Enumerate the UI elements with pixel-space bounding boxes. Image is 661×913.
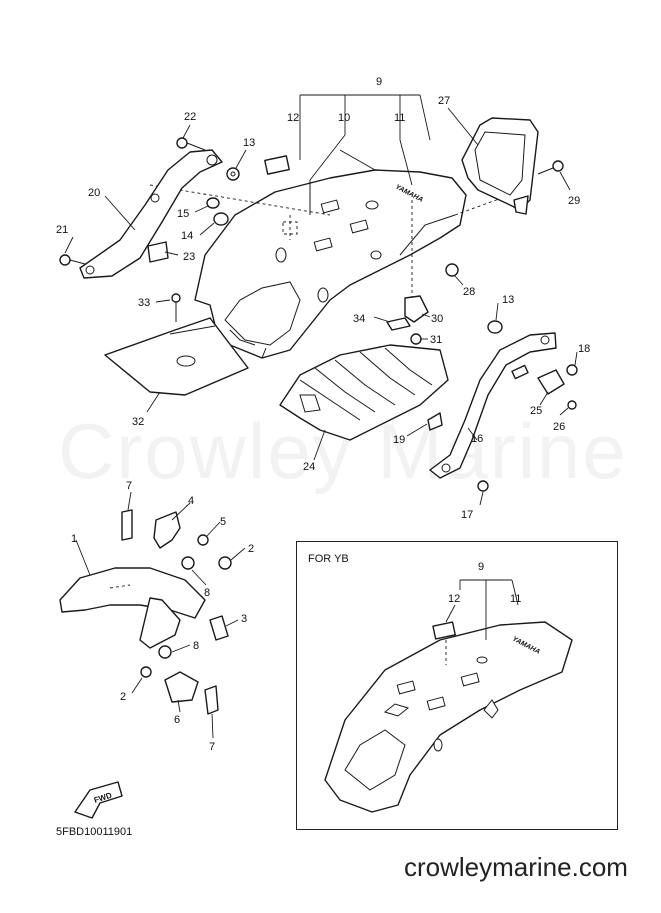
callout-13-right: 13 bbox=[502, 294, 514, 306]
callout-24: 24 bbox=[303, 461, 315, 473]
part-27-tail-light[interactable] bbox=[461, 117, 539, 215]
part-7-reflector-top[interactable] bbox=[121, 509, 133, 541]
callout-15: 15 bbox=[177, 208, 189, 220]
callout-27: 27 bbox=[438, 95, 450, 107]
part-32-mud-flap[interactable] bbox=[104, 317, 249, 396]
variant-box bbox=[296, 541, 618, 830]
part-17-bolt[interactable] bbox=[477, 480, 489, 492]
part-20-left-stay[interactable] bbox=[79, 149, 223, 279]
callout-7-bottom: 7 bbox=[209, 741, 215, 753]
part-22-bolt[interactable] bbox=[176, 137, 206, 151]
part-13-grommet-right[interactable] bbox=[487, 320, 503, 334]
callout-8-upper: 8 bbox=[204, 587, 210, 599]
callout-13-left: 13 bbox=[243, 137, 255, 149]
catalog-code: 5FBD10011901 bbox=[56, 826, 133, 838]
part-6-bracket[interactable] bbox=[139, 597, 199, 703]
callout-34: 34 bbox=[353, 313, 365, 325]
part-26-screw[interactable] bbox=[567, 400, 577, 410]
variant-part-12-decal[interactable] bbox=[432, 621, 456, 640]
part-2-bolt-upper[interactable] bbox=[218, 556, 232, 570]
callout-6: 6 bbox=[174, 714, 180, 726]
callout-31: 31 bbox=[430, 334, 442, 346]
callout-7-top: 7 bbox=[126, 480, 132, 492]
callout-25: 25 bbox=[530, 405, 542, 417]
part-33-screw[interactable] bbox=[171, 293, 181, 322]
part-15-collar[interactable] bbox=[206, 197, 220, 209]
callout-5: 5 bbox=[220, 516, 226, 528]
callout-3: 3 bbox=[241, 613, 247, 625]
part-3-reflector[interactable] bbox=[209, 615, 229, 641]
part-8-nut-lower[interactable] bbox=[158, 645, 172, 659]
part-19-cushion[interactable] bbox=[427, 412, 443, 431]
part-30-bracket[interactable] bbox=[404, 295, 429, 323]
callout-18: 18 bbox=[578, 343, 590, 355]
fwd-arrow-icon: FWD bbox=[74, 781, 123, 819]
leader-lines bbox=[64, 94, 578, 739]
callout-14: 14 bbox=[181, 230, 193, 242]
part-31-screw[interactable] bbox=[410, 333, 422, 345]
callout-2-lower: 2 bbox=[120, 691, 126, 703]
callout-11: 11 bbox=[394, 112, 405, 124]
part-8-nut-upper[interactable] bbox=[181, 556, 195, 570]
part-14-damper[interactable] bbox=[213, 212, 229, 226]
callout-21: 21 bbox=[56, 224, 68, 236]
callout-numbers: 9 10 11 12 13 13 14 15 16 17 18 19 20 21… bbox=[56, 76, 590, 753]
part-25-reflector[interactable] bbox=[537, 369, 565, 395]
variant-callout-12: 12 bbox=[448, 593, 460, 605]
callout-9: 9 bbox=[376, 76, 382, 88]
callout-32: 32 bbox=[132, 416, 144, 428]
part-28-nut[interactable] bbox=[445, 263, 459, 277]
part-16-right-stay[interactable] bbox=[429, 332, 557, 479]
variant-label: FOR YB bbox=[308, 553, 349, 565]
callout-2-upper: 2 bbox=[248, 543, 254, 555]
callout-10: 10 bbox=[338, 112, 350, 124]
callout-26: 26 bbox=[553, 421, 565, 433]
callout-19: 19 bbox=[393, 434, 405, 446]
part-4-bracket[interactable] bbox=[153, 511, 181, 549]
callout-12: 12 bbox=[287, 112, 299, 124]
callout-4: 4 bbox=[188, 495, 194, 507]
variant-callout-9: 9 bbox=[478, 561, 484, 573]
callout-33: 33 bbox=[138, 297, 150, 309]
callout-23: 23 bbox=[183, 251, 195, 263]
part-18-bolt[interactable] bbox=[566, 364, 578, 376]
callout-30: 30 bbox=[431, 313, 443, 325]
callout-17: 17 bbox=[461, 509, 473, 521]
part-23-cushion[interactable] bbox=[147, 241, 169, 263]
part-5-bolt[interactable] bbox=[197, 534, 209, 546]
callout-1: 1 bbox=[71, 533, 77, 545]
part-21-bolt[interactable] bbox=[59, 254, 86, 266]
variant-callout-11: 11 bbox=[510, 593, 521, 605]
part-29-screw[interactable] bbox=[537, 160, 564, 175]
part-12-decal[interactable] bbox=[264, 155, 290, 175]
callout-20: 20 bbox=[88, 187, 100, 199]
part-7-reflector-bottom[interactable] bbox=[204, 685, 219, 715]
part-2-bolt-lower[interactable] bbox=[140, 666, 152, 678]
callout-29: 29 bbox=[568, 195, 580, 207]
callout-8-lower: 8 bbox=[193, 640, 199, 652]
part-34-plate[interactable] bbox=[386, 317, 411, 331]
part-24-inner-fender[interactable] bbox=[279, 344, 449, 441]
callout-22: 22 bbox=[184, 111, 196, 123]
callout-16: 16 bbox=[471, 433, 483, 445]
part-1-front-fender[interactable] bbox=[59, 567, 206, 619]
variant-rear-fender[interactable]: YAMAHA bbox=[324, 621, 573, 813]
callout-28: 28 bbox=[463, 286, 475, 298]
site-url: crowleymarine.com bbox=[404, 852, 628, 882]
rear-fender[interactable]: YAMAHA bbox=[194, 149, 467, 359]
